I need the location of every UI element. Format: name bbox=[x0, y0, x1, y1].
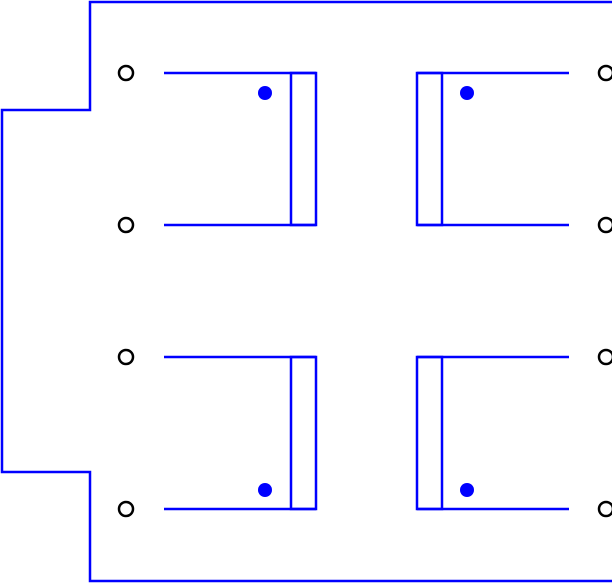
terminal bbox=[597, 348, 612, 366]
component-body bbox=[415, 355, 444, 511]
terminal bbox=[117, 348, 135, 366]
terminal bbox=[597, 64, 612, 82]
component-body bbox=[415, 71, 444, 227]
terminal bbox=[117, 64, 135, 82]
component-bottom-left bbox=[164, 355, 318, 511]
component-top-left bbox=[164, 71, 318, 227]
terminals bbox=[117, 64, 612, 518]
polarity-dot bbox=[460, 86, 474, 100]
terminal bbox=[597, 216, 612, 234]
polarity-dot bbox=[258, 483, 272, 497]
component-body bbox=[289, 355, 318, 511]
terminal bbox=[117, 216, 135, 234]
polarity-dot bbox=[460, 483, 474, 497]
component-top-right bbox=[415, 71, 569, 227]
terminal bbox=[117, 500, 135, 518]
terminal bbox=[597, 500, 612, 518]
polarity-dot bbox=[258, 86, 272, 100]
component-bottom-right bbox=[415, 355, 569, 511]
component-body bbox=[289, 71, 318, 227]
